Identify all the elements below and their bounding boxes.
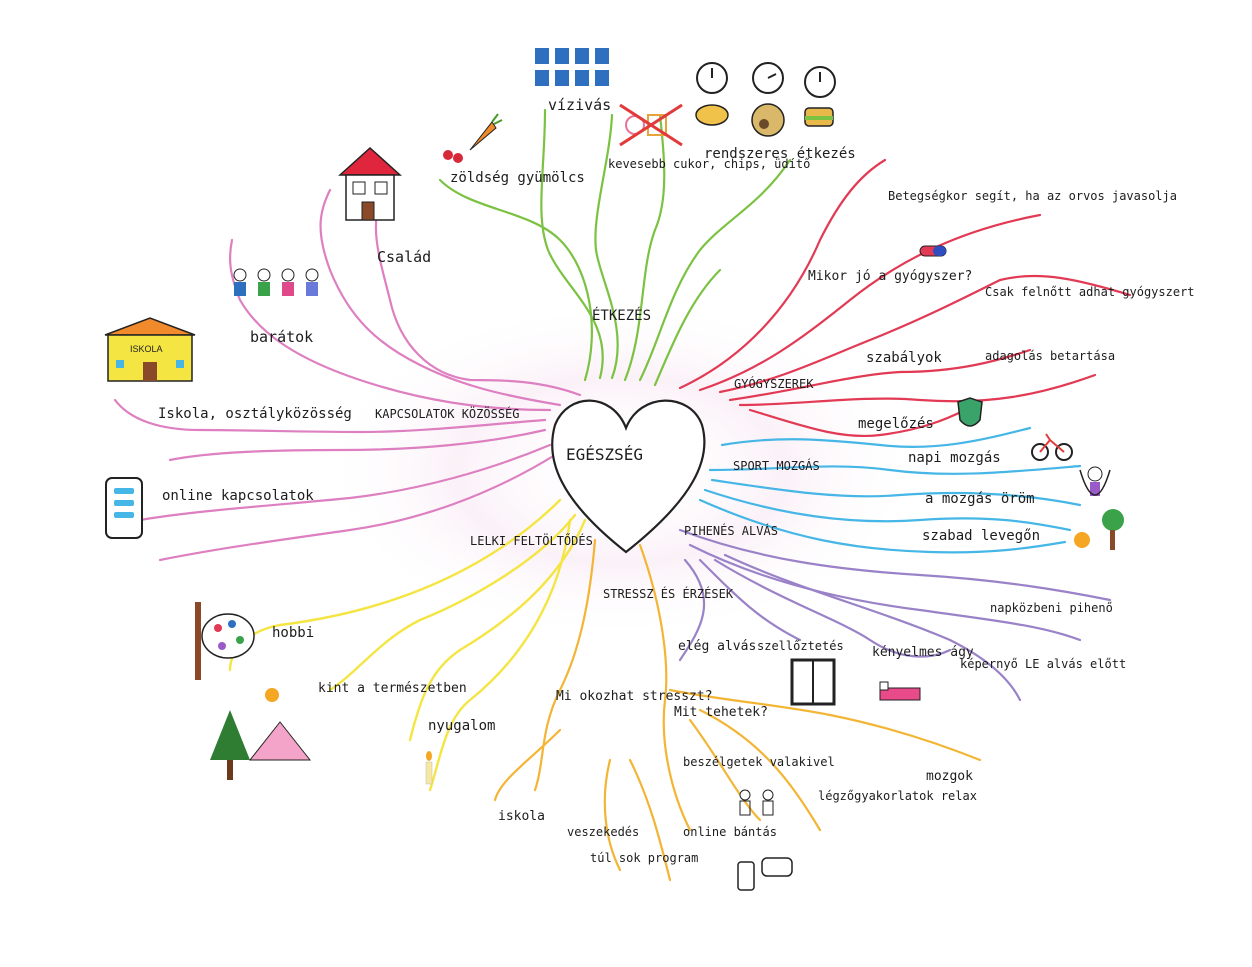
item-nyugalom: nyugalom <box>428 718 495 734</box>
item-vizivas: vízivás <box>548 96 611 114</box>
item-mit-tehetek: Mit tehetek? <box>674 705 768 720</box>
heart-icon <box>551 399 706 554</box>
item-mozgas-orom: a mozgás öröm <box>925 491 1035 507</box>
bicycle-icon <box>1031 433 1073 461</box>
branch-title-pihenes: PIHENÉS ALVÁS <box>684 523 778 538</box>
item-kevesebb: kevesebb cukor, chips, üdítő <box>608 157 810 171</box>
item-iskola-osztaly: Iskola, osztályközösség <box>158 406 352 422</box>
sun-tree-icon <box>1074 509 1124 550</box>
item-hobbi: hobbi <box>272 625 314 641</box>
item-szabalyok: szabályok <box>866 350 942 366</box>
branch-title-kapcsolatok: KAPCSOLATOK KÖZÖSSÉG <box>375 405 520 421</box>
branch-lelki: LELKI FELTÖLTŐDÉS hobbi kint a természet… <box>228 498 593 792</box>
branch-pihenes: PIHENÉS ALVÁS napközbeni pihenő elég alv… <box>678 523 1126 702</box>
item-kepernyo: képernyő LE alvás előtt <box>960 657 1126 671</box>
camping-icon <box>210 688 312 780</box>
candle-icon <box>425 751 433 785</box>
meals-icon <box>695 103 834 137</box>
branch-title-stressz: STRESSZ ÉS ÉRZÉSEK <box>603 586 734 601</box>
branch-title-lelki: LELKI FELTÖLTŐDÉS <box>470 532 593 548</box>
school-sign: ISKOLA <box>130 344 163 354</box>
item-eleg-alvas: elég alvás <box>678 639 756 654</box>
item-veszekedes: veszekedés <box>567 825 639 839</box>
item-szelloztetes: szellőztetés <box>757 639 844 653</box>
friends-icon <box>233 268 319 296</box>
item-legzo: légzőgyakorlatok relax <box>818 789 977 803</box>
no-sweets-icon <box>619 103 683 147</box>
item-iskola: iskola <box>498 809 545 824</box>
item-online-bantas: online bántás <box>683 825 777 839</box>
branch-stressz: STRESSZ ÉS ÉRZÉSEK Mi okozhat stresszt? … <box>493 538 982 882</box>
item-mozgok: mozgok <box>926 769 973 784</box>
item-napkozbeni: napközbeni pihenő <box>990 601 1113 615</box>
item-kint-a-termeszetben: kint a természetben <box>318 681 467 696</box>
item-mi-okozhat: Mi okozhat stresszt? <box>556 689 713 704</box>
carrot-cherry-icon <box>443 113 503 163</box>
jumping-child-icon <box>1079 466 1111 496</box>
item-zoldseg: zöldség gyümölcs <box>450 170 585 186</box>
branch-etkezes: ÉTKEZÉS vízivás kevesebb cukor, chips, ü… <box>438 96 856 387</box>
branch-gyogyszerek: GYÓGYSZEREK Betegségkor segít, ha az orv… <box>678 158 1195 438</box>
item-rendszeres: rendszeres étkezés <box>704 146 856 162</box>
house-icon <box>338 146 402 221</box>
branch-kapcsolatok: KAPCSOLATOK KÖZÖSSÉG Család barátok Isko… <box>113 188 582 562</box>
branch-title-gyogyszerek: GYÓGYSZEREK <box>734 376 814 391</box>
palette-icon <box>195 602 255 680</box>
item-csak-felnott: Csak felnőtt adhat gyógyszert <box>985 285 1195 299</box>
item-csalad: Család <box>377 248 431 266</box>
branch-sport: SPORT MOZGÁS napi mozgás a mozgás öröm s… <box>698 426 1082 554</box>
shield-icon <box>957 397 983 427</box>
branch-title-etkezes: ÉTKEZÉS <box>592 307 651 324</box>
water-glasses-icon <box>535 48 609 86</box>
item-beszelgetek: beszélgetek valakivel <box>683 755 835 769</box>
item-napi-mozgas: napi mozgás <box>908 450 1001 466</box>
item-online-kapcsolatok: online kapcsolatok <box>162 488 314 504</box>
item-baratok: barátok <box>250 328 313 346</box>
item-kenyelmes: kényelmes ágy <box>872 645 974 660</box>
clock-icons <box>696 62 836 98</box>
item-megelozes: megelőzés <box>858 416 934 432</box>
center-title: EGÉSZSÉG <box>566 445 643 464</box>
bed-icon <box>879 681 921 701</box>
talking-people-icon <box>739 789 774 816</box>
school-icon: ISKOLA <box>104 317 196 382</box>
item-szabad-levegon: szabad levegőn <box>922 528 1040 544</box>
window-icon <box>790 658 836 706</box>
item-adagolas: adagolás betartása <box>985 349 1115 363</box>
item-mikor-jo: Mikor jó a gyógyszer? <box>808 269 972 284</box>
branch-title-sport: SPORT MOZGÁS <box>733 458 820 473</box>
item-tul-sok: túl sok program <box>590 851 698 865</box>
pill-icon <box>919 245 947 257</box>
phone-icon <box>105 477 143 539</box>
phone-bubble-icon <box>737 857 793 891</box>
center-heart: EGÉSZSÉG <box>551 399 706 554</box>
item-betegsegkor: Betegségkor segít, ha az orvos javasolja <box>888 189 1177 203</box>
